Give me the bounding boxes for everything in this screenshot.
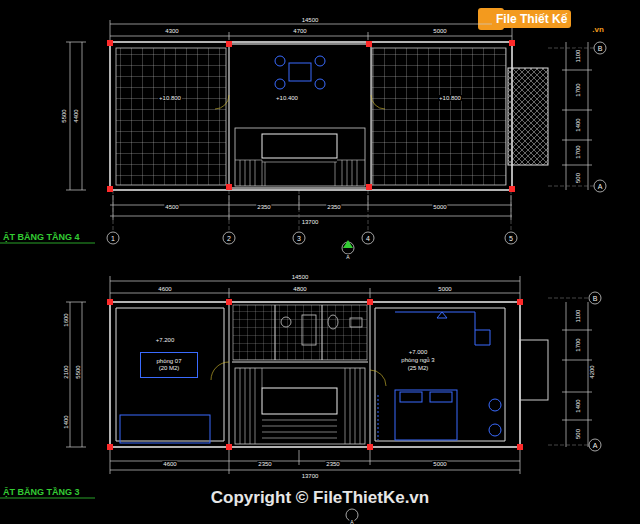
stair-well (262, 134, 337, 158)
grid-bubble-label: B (592, 295, 599, 302)
balcony-hatch (508, 68, 548, 165)
dimension-text: 4400 (73, 108, 79, 123)
stair-outline (235, 368, 365, 444)
stair-steps (240, 368, 360, 444)
interior-walls (116, 302, 505, 447)
dimension-text: 500 (575, 428, 581, 440)
stair-room-wall (229, 44, 371, 188)
room-label: phòng ngủ 3 (400, 357, 435, 363)
title-underline (0, 243, 95, 244)
dimension-text: 5000 (432, 204, 447, 210)
section-marker-label: A (349, 520, 354, 524)
title-underline (0, 498, 95, 499)
grid-bubble-label: 5 (508, 235, 514, 242)
sanitary-fixtures (281, 315, 362, 345)
dimension-text: 500 (575, 172, 581, 184)
dimension-text: 14500 (301, 17, 320, 23)
dimension-text: 5000 (432, 28, 447, 34)
columns (107, 40, 515, 192)
stair-well (262, 388, 337, 414)
dimension-text: 4200 (589, 364, 595, 379)
bathroom-walls (275, 305, 322, 360)
dimension-text: 14500 (291, 274, 310, 280)
dimension-text: 2350 (257, 461, 272, 467)
level-mark: +7.000 (408, 349, 429, 355)
dimension-text: 1400 (575, 117, 581, 132)
grid-bubbles (346, 292, 601, 521)
dimension-text: 2350 (325, 461, 340, 467)
dimension-text: 5000 (437, 286, 452, 292)
dimension-lines (66, 20, 592, 220)
grid-bubble-label: A (597, 183, 604, 190)
dimension-text: 1600 (63, 312, 69, 327)
dimension-text: 4700 (292, 28, 307, 34)
dimension-lines (66, 276, 592, 474)
grid-lines (548, 298, 588, 445)
room-label: (20 M2) (159, 365, 180, 372)
bathroom-tiles (233, 305, 367, 360)
grid-bubble-label: 4 (365, 235, 371, 242)
plan-title: ẶT BẰNG TẦNG 4 (2, 233, 81, 242)
room-box: phòng 07(20 M2) (140, 352, 198, 378)
dimension-text: 2350 (326, 204, 341, 210)
level-mark: +10.800 (438, 95, 462, 101)
grid-bubbles (107, 42, 606, 254)
terrace-tiles (116, 48, 226, 185)
grid-bubble-label: 3 (296, 235, 302, 242)
dimension-text: 4800 (292, 286, 307, 292)
dimension-text: 1100 (575, 309, 581, 324)
dimension-text: 1100 (575, 49, 581, 64)
door-swing (211, 362, 386, 386)
plan-title: ẶT BẰNG TẦNG 3 (2, 488, 81, 497)
logo-text: File Thiết Kế (492, 10, 571, 28)
dimension-text: 4600 (157, 286, 172, 292)
level-mark: +7.200 (155, 337, 176, 343)
level-mark: +10.400 (275, 95, 299, 101)
dimension-text: 1400 (63, 414, 69, 429)
stair-outline (235, 128, 365, 186)
grid-bubble-label: B (597, 45, 604, 52)
dimension-text: 1700 (575, 82, 581, 97)
furniture (120, 312, 501, 443)
table (289, 63, 311, 81)
grid-bubble-label: 2 (226, 235, 232, 242)
dimension-text: 4600 (162, 461, 177, 467)
dimension-text: 4300 (164, 28, 179, 34)
watermark: Copyright © FileThietKe.vn (210, 489, 430, 506)
outer-wall (110, 302, 520, 447)
dimension-text: 2350 (256, 204, 271, 210)
level-mark: +10.800 (158, 95, 182, 101)
terrace-tiles (372, 48, 506, 185)
grid-bubble-label: 1 (110, 235, 116, 242)
section-marker (343, 240, 353, 248)
room-label: phòng 07 (156, 358, 181, 365)
room-label: (25 M2) (407, 365, 430, 371)
outer-wall (110, 42, 512, 190)
dimension-text: 1400 (575, 398, 581, 413)
grid-bubble-label: A (592, 442, 599, 449)
dimension-text: 5500 (61, 108, 67, 123)
dimension-text: 13700 (301, 219, 320, 225)
dimension-text: 1700 (575, 337, 581, 352)
chairs (275, 56, 325, 89)
dimension-text: 1700 (575, 144, 581, 159)
logo-text: .vn (591, 26, 605, 34)
dimension-text: 5000 (432, 461, 447, 467)
grid-lines (113, 48, 594, 232)
door-swing (215, 95, 385, 109)
dimension-text: 2100 (63, 364, 69, 379)
balcony (520, 340, 548, 400)
dimension-text: 4500 (164, 204, 179, 210)
dimension-text: 5500 (75, 364, 81, 379)
section-marker-label: A (345, 255, 350, 260)
columns (107, 299, 523, 450)
stair-steps (235, 160, 365, 186)
dimension-text: 13700 (301, 473, 320, 479)
